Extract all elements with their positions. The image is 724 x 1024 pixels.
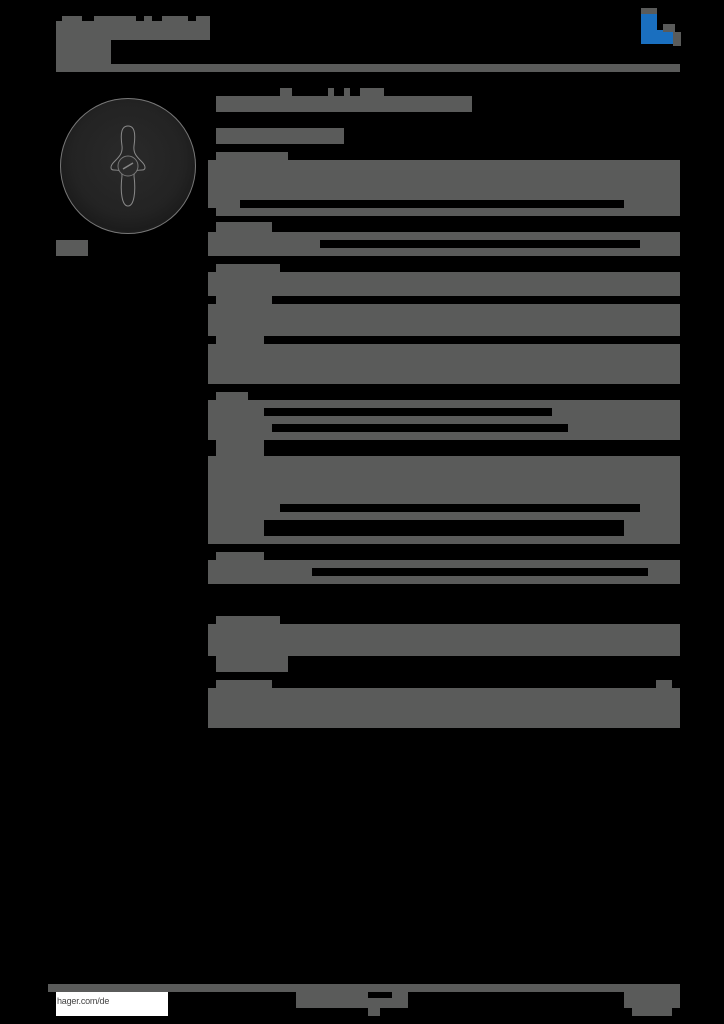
header-divider	[56, 64, 680, 72]
section-row-redacted	[208, 304, 680, 336]
section-heading-redacted	[216, 616, 280, 626]
section-body-redacted	[208, 624, 680, 656]
section-row-redacted	[208, 272, 680, 296]
footer-divider	[48, 984, 680, 992]
section-heading-redacted	[216, 392, 248, 402]
product-subtitle-redacted	[216, 128, 344, 144]
header-title-redacted	[56, 16, 210, 40]
rotary-knob-icon	[110, 125, 146, 207]
section-value-redacted	[656, 680, 672, 688]
section-body-redacted	[208, 688, 680, 728]
section-heading-redacted	[216, 222, 272, 232]
rotary-switch-photo	[60, 98, 196, 234]
section-body-redacted	[208, 400, 680, 440]
section-heading-redacted	[216, 552, 264, 562]
header-title-gap	[56, 16, 62, 21]
product-title-redacted	[216, 96, 472, 112]
header-subtitle-redacted	[56, 40, 111, 64]
product-image-caption-redacted	[56, 240, 88, 256]
website-link[interactable]: hager.com/de	[56, 992, 168, 1016]
section-heading-redacted	[216, 680, 272, 688]
section-row-redacted	[208, 344, 680, 384]
section-heading-redacted	[216, 152, 288, 162]
product-title-accent	[280, 88, 292, 96]
section-heading-redacted	[216, 264, 280, 274]
footer-page-info-redacted	[624, 992, 680, 1008]
